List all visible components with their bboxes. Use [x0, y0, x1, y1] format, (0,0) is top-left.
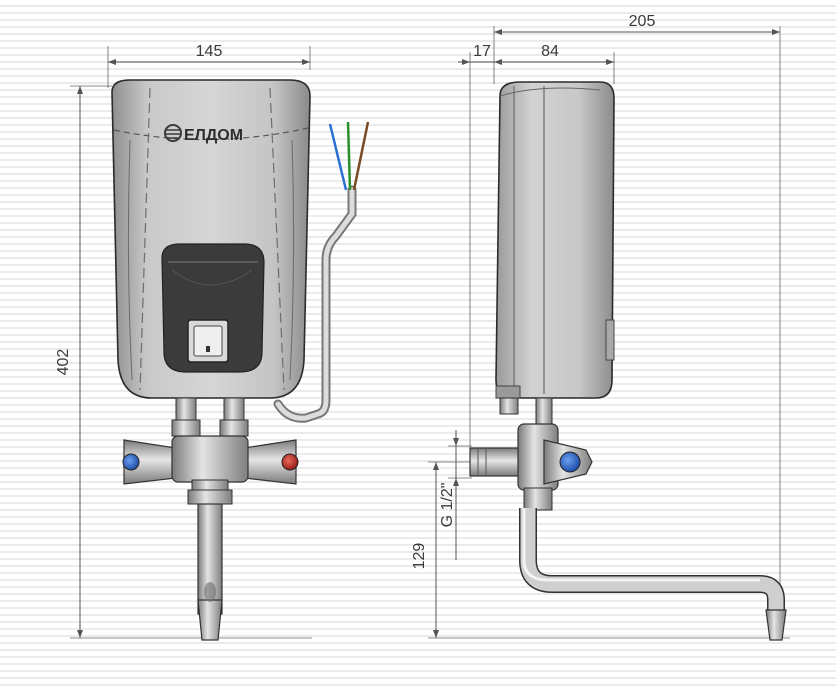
dim-label-145: 145	[196, 43, 223, 60]
power-switch[interactable]	[187, 319, 229, 363]
dim-label-205: 205	[629, 13, 656, 30]
dim-total-height: 402	[55, 85, 312, 639]
dim-side-depths: 17 84	[458, 43, 615, 450]
dim-label-129: 129	[411, 543, 428, 570]
dim-label-84: 84	[541, 43, 559, 60]
front-view: 145 402 ЕЛДОМ	[55, 43, 370, 641]
dim-label-17: 17	[473, 43, 491, 60]
brand-logo: ЕЛДОМ	[164, 124, 243, 144]
side-spout	[519, 508, 787, 641]
dim-outlet-height: 129	[411, 461, 790, 639]
power-cable	[273, 121, 370, 423]
side-mixer	[469, 423, 593, 511]
dim-front-width: 145	[107, 43, 311, 88]
dim-label-402: 402	[55, 349, 72, 376]
hot-knob[interactable]	[281, 453, 299, 471]
dim-label-thread: G 1/2"	[439, 483, 456, 528]
front-mixer	[122, 435, 299, 505]
brand-name: ЕЛДОМ	[184, 127, 243, 144]
cold-knob[interactable]	[122, 453, 140, 471]
front-spout	[197, 503, 223, 641]
side-knob[interactable]	[559, 451, 581, 473]
side-view: 205 17 84 G 1/2"	[411, 13, 790, 641]
dim-thread: G 1/2"	[439, 430, 472, 560]
dim-side-total: 205	[493, 13, 781, 640]
